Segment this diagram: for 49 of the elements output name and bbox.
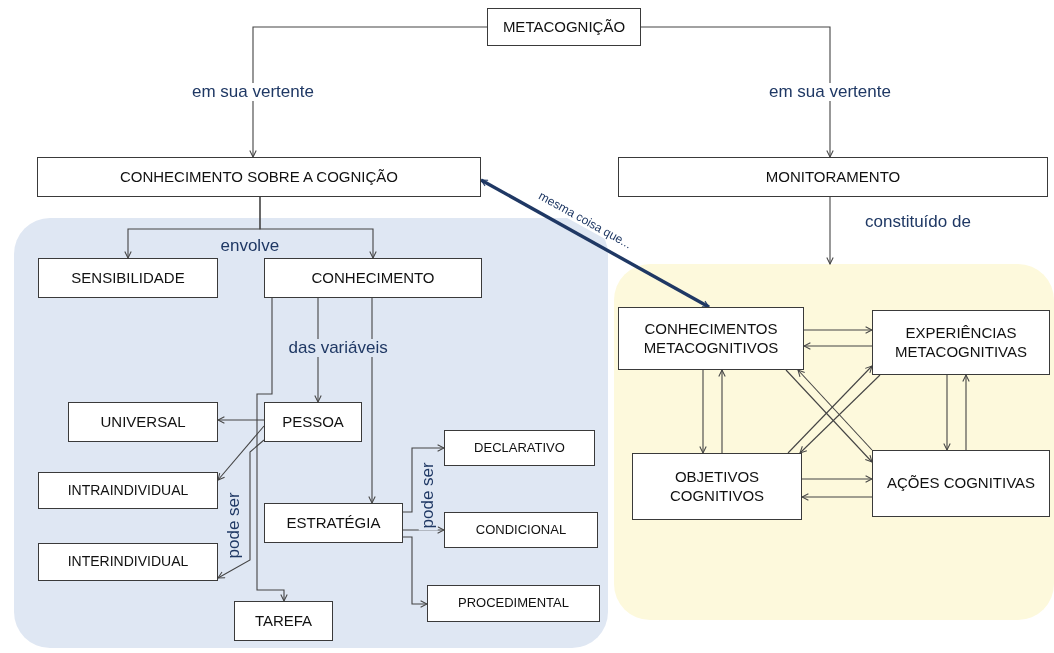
arrow (826, 196, 834, 265)
arrow (217, 425, 265, 481)
concept-box: UNIVERSAL (68, 402, 218, 442)
arrow (803, 342, 873, 350)
arrow (787, 365, 873, 454)
arrow (785, 369, 873, 463)
arrow (314, 297, 322, 403)
arrow (480, 178, 710, 309)
arrow (718, 369, 726, 454)
edge-label: pode ser (224, 489, 244, 560)
edge-label: em sua vertente (767, 82, 893, 102)
arrow (402, 526, 445, 534)
arrow (962, 374, 970, 451)
concept-box: PROCEDIMENTAL (427, 585, 600, 622)
concept-box: CONDICIONAL (444, 512, 598, 548)
arrow (217, 416, 265, 424)
arrow (943, 374, 951, 451)
arrow (368, 297, 376, 504)
concept-box: DECLARATIVO (444, 430, 595, 466)
concept-box: EXPERIÊNCIAS METACOGNITIVAS (872, 310, 1050, 375)
concept-box: SENSIBILIDADE (38, 258, 218, 298)
concept-box: INTERINDIVIDUAL (38, 543, 218, 581)
arrow (402, 444, 445, 513)
concept-box: PESSOA (264, 402, 362, 442)
concept-box: INTRAINDIVIDUAL (38, 472, 218, 509)
arrow (217, 439, 265, 579)
concept-box: MONITORAMENTO (618, 157, 1048, 197)
arrow (259, 196, 377, 259)
concept-box: AÇÕES COGNITIVAS (872, 450, 1050, 517)
edge-label: em sua vertente (190, 82, 316, 102)
arrow (699, 369, 707, 454)
group-panel (614, 264, 1054, 620)
arrow (797, 369, 873, 451)
arrow (803, 326, 873, 334)
concept-box: CONHECIMENTOS METACOGNITIVOS (618, 307, 804, 370)
arrow (402, 536, 428, 608)
concept-box: CONHECIMENTO SOBRE A COGNIÇÃO (37, 157, 481, 197)
concept-box: OBJETIVOS COGNITIVOS (632, 453, 802, 520)
arrow (799, 374, 881, 454)
concept-box: TAREFA (234, 601, 333, 641)
arrow (801, 493, 873, 501)
concept-box: CONHECIMENTO (264, 258, 482, 298)
arrow (801, 475, 873, 483)
edge-label: pode ser (418, 459, 438, 530)
concept-box: ESTRATÉGIA (264, 503, 403, 543)
arrow (640, 26, 834, 158)
concept-box: METACOGNIÇÃO (487, 8, 641, 46)
arrow (249, 26, 488, 158)
arrow (256, 297, 288, 602)
